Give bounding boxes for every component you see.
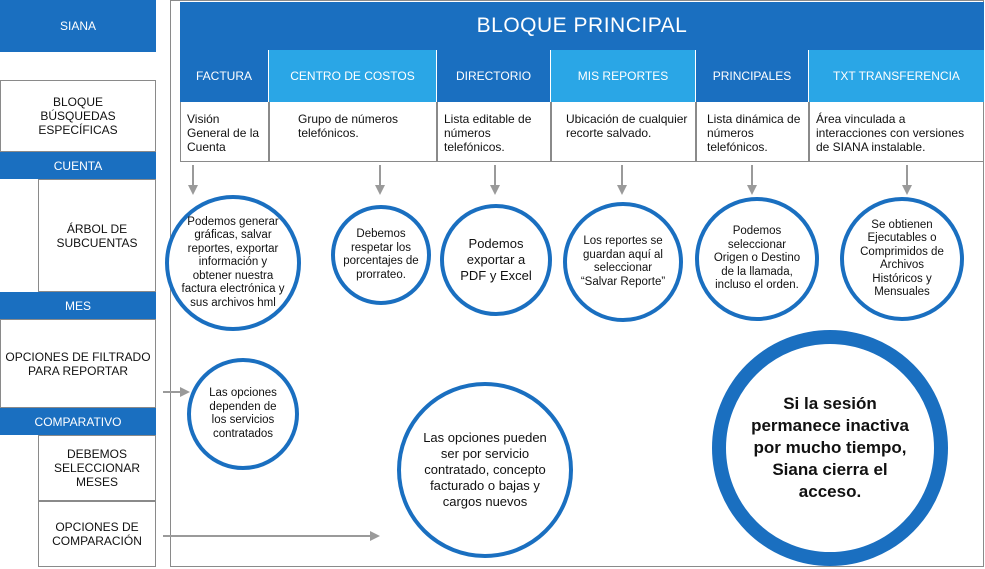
circle-txt-transferencia: Se obtienen Ejecutables o Comprimidos de… [840,197,964,321]
comparativo-label: COMPARATIVO [34,414,122,429]
tab-directorio[interactable]: DIRECTORIO [437,50,551,102]
desc-factura: Visión General de la Cuenta [180,102,269,162]
circle-sesion: Si la sesión permanece inactiva por much… [712,330,948,566]
desc-txt-transferencia: Área vinculada a interacciones con versi… [809,102,984,162]
tab-factura-label: FACTURA [195,69,252,83]
mes-label: MES [64,298,91,313]
tab-factura[interactable]: FACTURA [180,50,269,102]
tab-txt-transferencia-label: TXT TRANSFERENCIA [833,69,960,83]
tab-mis-reportes-label: MIS REPORTES [577,69,669,83]
arbol-subcuentas-label: ÁRBOL DE SUBCUENTAS [56,221,138,250]
bloque-busquedas-box: BLOQUE BÚSQUEDAS ESPECÍFICAS [0,80,156,152]
desc-centro-de-costos-text: Grupo de números telefónicos. [298,112,399,140]
circle-directorio-text: Podemos exportar a PDF y Excel [460,236,532,283]
desc-txt-transferencia-text: Área vinculada a interacciones con versi… [816,112,965,154]
bloque-busquedas-label: BLOQUE BÚSQUEDAS ESPECÍFICAS [38,95,118,137]
desc-centro-de-costos: Grupo de números telefónicos. [269,102,437,162]
circle-comparacion-text: Las opciones pueden ser por servicio con… [423,430,547,509]
arbol-subcuentas-box: ÁRBOL DE SUBCUENTAS [38,179,156,292]
mes-button[interactable]: MES [0,292,156,319]
circle-factura-text: Podemos generar gráficas, salvar reporte… [181,215,285,309]
tab-centro-de-costos-label: CENTRO DE COSTOS [290,69,415,83]
circle-principales: Podemos seleccionar Origen o Destino de … [695,197,819,321]
circle-principales-text: Podemos seleccionar Origen o Destino de … [713,225,801,292]
bloque-principal-label: BLOQUE PRINCIPAL [476,14,688,37]
cuenta-label: CUENTA [53,158,103,173]
circle-mis-reportes: Los reportes se guardan aquí al seleccio… [563,202,683,322]
opciones-filtrado-box: OPCIONES DE FILTRADO PARA REPORTAR [0,319,156,408]
desc-principales-text: Lista dinámica de números telefónicos. [707,112,801,154]
tab-centro-de-costos[interactable]: CENTRO DE COSTOS [269,50,437,102]
circle-comparacion: Las opciones pueden ser por servicio con… [397,382,573,558]
tab-principales-label: PRINCIPALES [712,69,792,83]
circle-factura: Podemos generar gráficas, salvar reporte… [165,195,301,331]
siana-button[interactable]: SIANA [0,0,156,52]
circle-filtrado: Las opciones dependen de los servicios c… [187,358,299,470]
opciones-comparacion-label: OPCIONES DE COMPARACIÓN [52,520,142,548]
seleccionar-meses-box: DEBEMOS SELECCIONAR MESES [38,435,156,501]
tab-txt-transferencia[interactable]: TXT TRANSFERENCIA [809,50,984,102]
desc-principales: Lista dinámica de números telefónicos. [696,102,809,162]
opciones-filtrado-label: OPCIONES DE FILTRADO PARA REPORTAR [5,349,151,378]
desc-directorio: Lista editable de números telefónicos. [437,102,551,162]
circle-filtrado-text: Las opciones dependen de los servicios c… [209,387,277,440]
desc-factura-text: Visión General de la Cuenta [187,112,260,154]
siana-label: SIANA [59,19,96,33]
circle-directorio: Podemos exportar a PDF y Excel [440,204,552,316]
bloque-principal-title: BLOQUE PRINCIPAL [180,2,984,50]
desc-mis-reportes: Ubicación de cualquier recorte salvado. [551,102,696,162]
circle-centro-de-costos: Debemos respetar los porcentajes de pror… [331,205,431,305]
tab-principales[interactable]: PRINCIPALES [696,50,809,102]
circle-sesion-text: Si la sesión permanece inactiva por much… [751,394,909,501]
circle-mis-reportes-text: Los reportes se guardan aquí al seleccio… [580,235,666,288]
desc-directorio-text: Lista editable de números telefónicos. [444,112,532,154]
circle-centro-de-costos-text: Debemos respetar los porcentajes de pror… [343,228,419,281]
tab-mis-reportes[interactable]: MIS REPORTES [551,50,696,102]
tab-directorio-label: DIRECTORIO [455,69,532,83]
cuenta-button[interactable]: CUENTA [0,152,156,179]
seleccionar-meses-label: DEBEMOS SELECCIONAR MESES [54,447,141,489]
comparativo-button[interactable]: COMPARATIVO [0,408,156,435]
desc-mis-reportes-text: Ubicación de cualquier recorte salvado. [566,112,688,140]
circle-txt-transferencia-text: Se obtienen Ejecutables o Comprimidos de… [860,218,944,299]
opciones-comparacion-box: OPCIONES DE COMPARACIÓN [38,501,156,567]
